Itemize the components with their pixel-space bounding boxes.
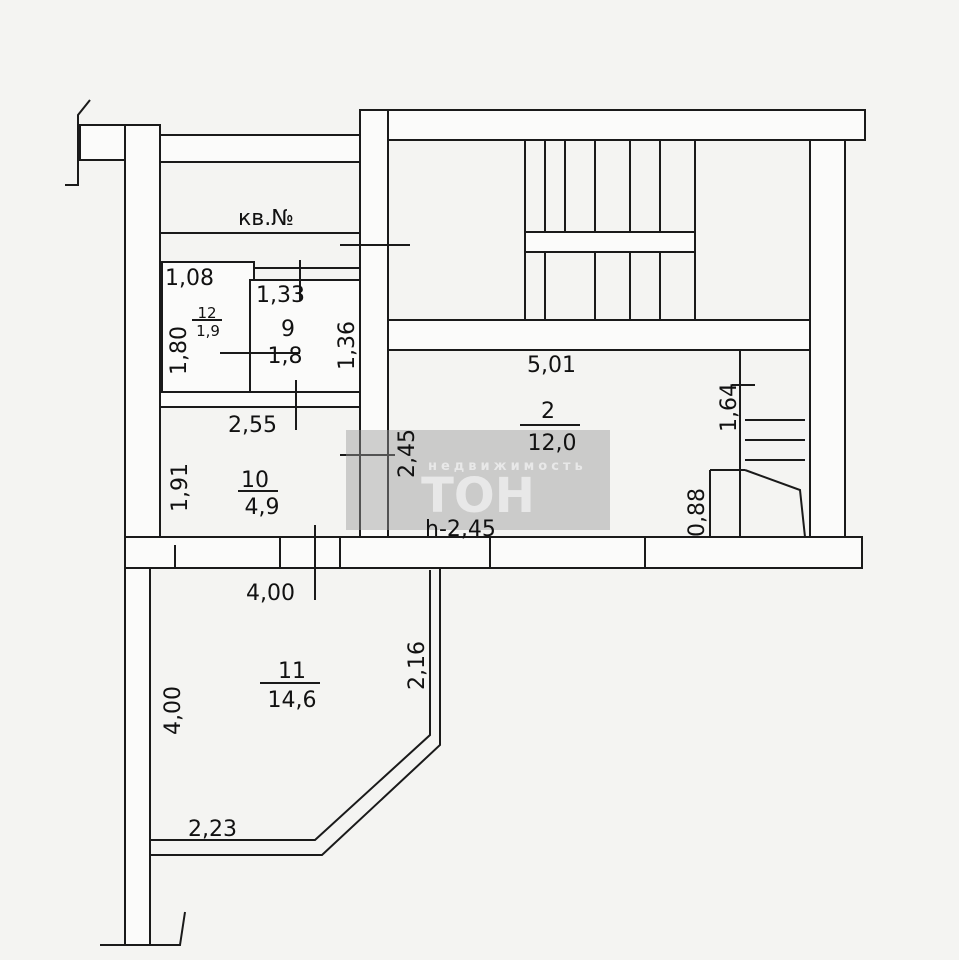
room-11-area: 14,6 [268, 688, 317, 713]
ceiling-height: h-2,45 [425, 517, 496, 542]
dim-2-23: 2,23 [188, 817, 237, 842]
wall-left-lower [124, 544, 151, 946]
dim-1-33: 1,33 [256, 283, 305, 308]
dim-5-01: 5,01 [527, 353, 576, 378]
break-line-bottom [100, 911, 186, 946]
wall-left-upper [124, 124, 161, 546]
walls [65, 99, 866, 946]
hall-partition [159, 232, 361, 269]
dim-1-08: 1,08 [165, 266, 214, 291]
room-10-number: 10 [241, 468, 269, 493]
room-9-area: 1,8 [268, 344, 303, 369]
dim-1-64: 1,64 [717, 383, 742, 432]
dim-0-88: 0,88 [685, 488, 710, 537]
stairs [524, 139, 811, 538]
dim-1-91: 1,91 [168, 463, 193, 512]
room-12-area: 1,9 [196, 322, 220, 340]
stair-flight-upper [524, 139, 811, 321]
room-9-number: 9 [281, 317, 295, 342]
watermark: недвижимость ТОН [346, 430, 610, 530]
room-2-number: 2 [541, 399, 555, 424]
room-11-inner-edge [150, 570, 431, 841]
dim-2-45: 2,45 [395, 429, 420, 478]
wall-stair-landing [387, 319, 811, 351]
dim-1-80: 1,80 [167, 326, 192, 375]
wall-rooms-9-10 [159, 391, 361, 408]
apartment-label: кв.№ [238, 206, 294, 231]
wall-right [809, 139, 846, 541]
wall-top-left [159, 134, 361, 163]
door-opening [279, 536, 341, 569]
dim-1-36: 1,36 [335, 321, 360, 370]
room-2-area: 12,0 [528, 431, 577, 456]
dim-2-16: 2,16 [405, 641, 430, 690]
dim-4-00-horizontal: 4,00 [246, 581, 295, 606]
room-12-number: 12 [197, 304, 216, 322]
wall-top [359, 109, 866, 141]
watermark-logo: ТОН [421, 468, 535, 524]
room-11-outer-edge [150, 568, 441, 856]
labels: кв.№ h-2,45 2 12,0 9 1,8 10 4,9 11 14,6 … [161, 206, 742, 842]
room-9-outline [249, 279, 361, 393]
break-line-top [65, 99, 91, 186]
room-11-number: 11 [278, 659, 306, 684]
dim-2-55: 2,55 [228, 413, 277, 438]
watermark-text: недвижимость [428, 459, 587, 474]
dim-4-00-vertical: 4,00 [161, 686, 186, 735]
stair-stringer [524, 231, 696, 253]
window-opening [489, 536, 646, 569]
watermark-box [346, 430, 610, 530]
room-10-area: 4,9 [245, 495, 280, 520]
